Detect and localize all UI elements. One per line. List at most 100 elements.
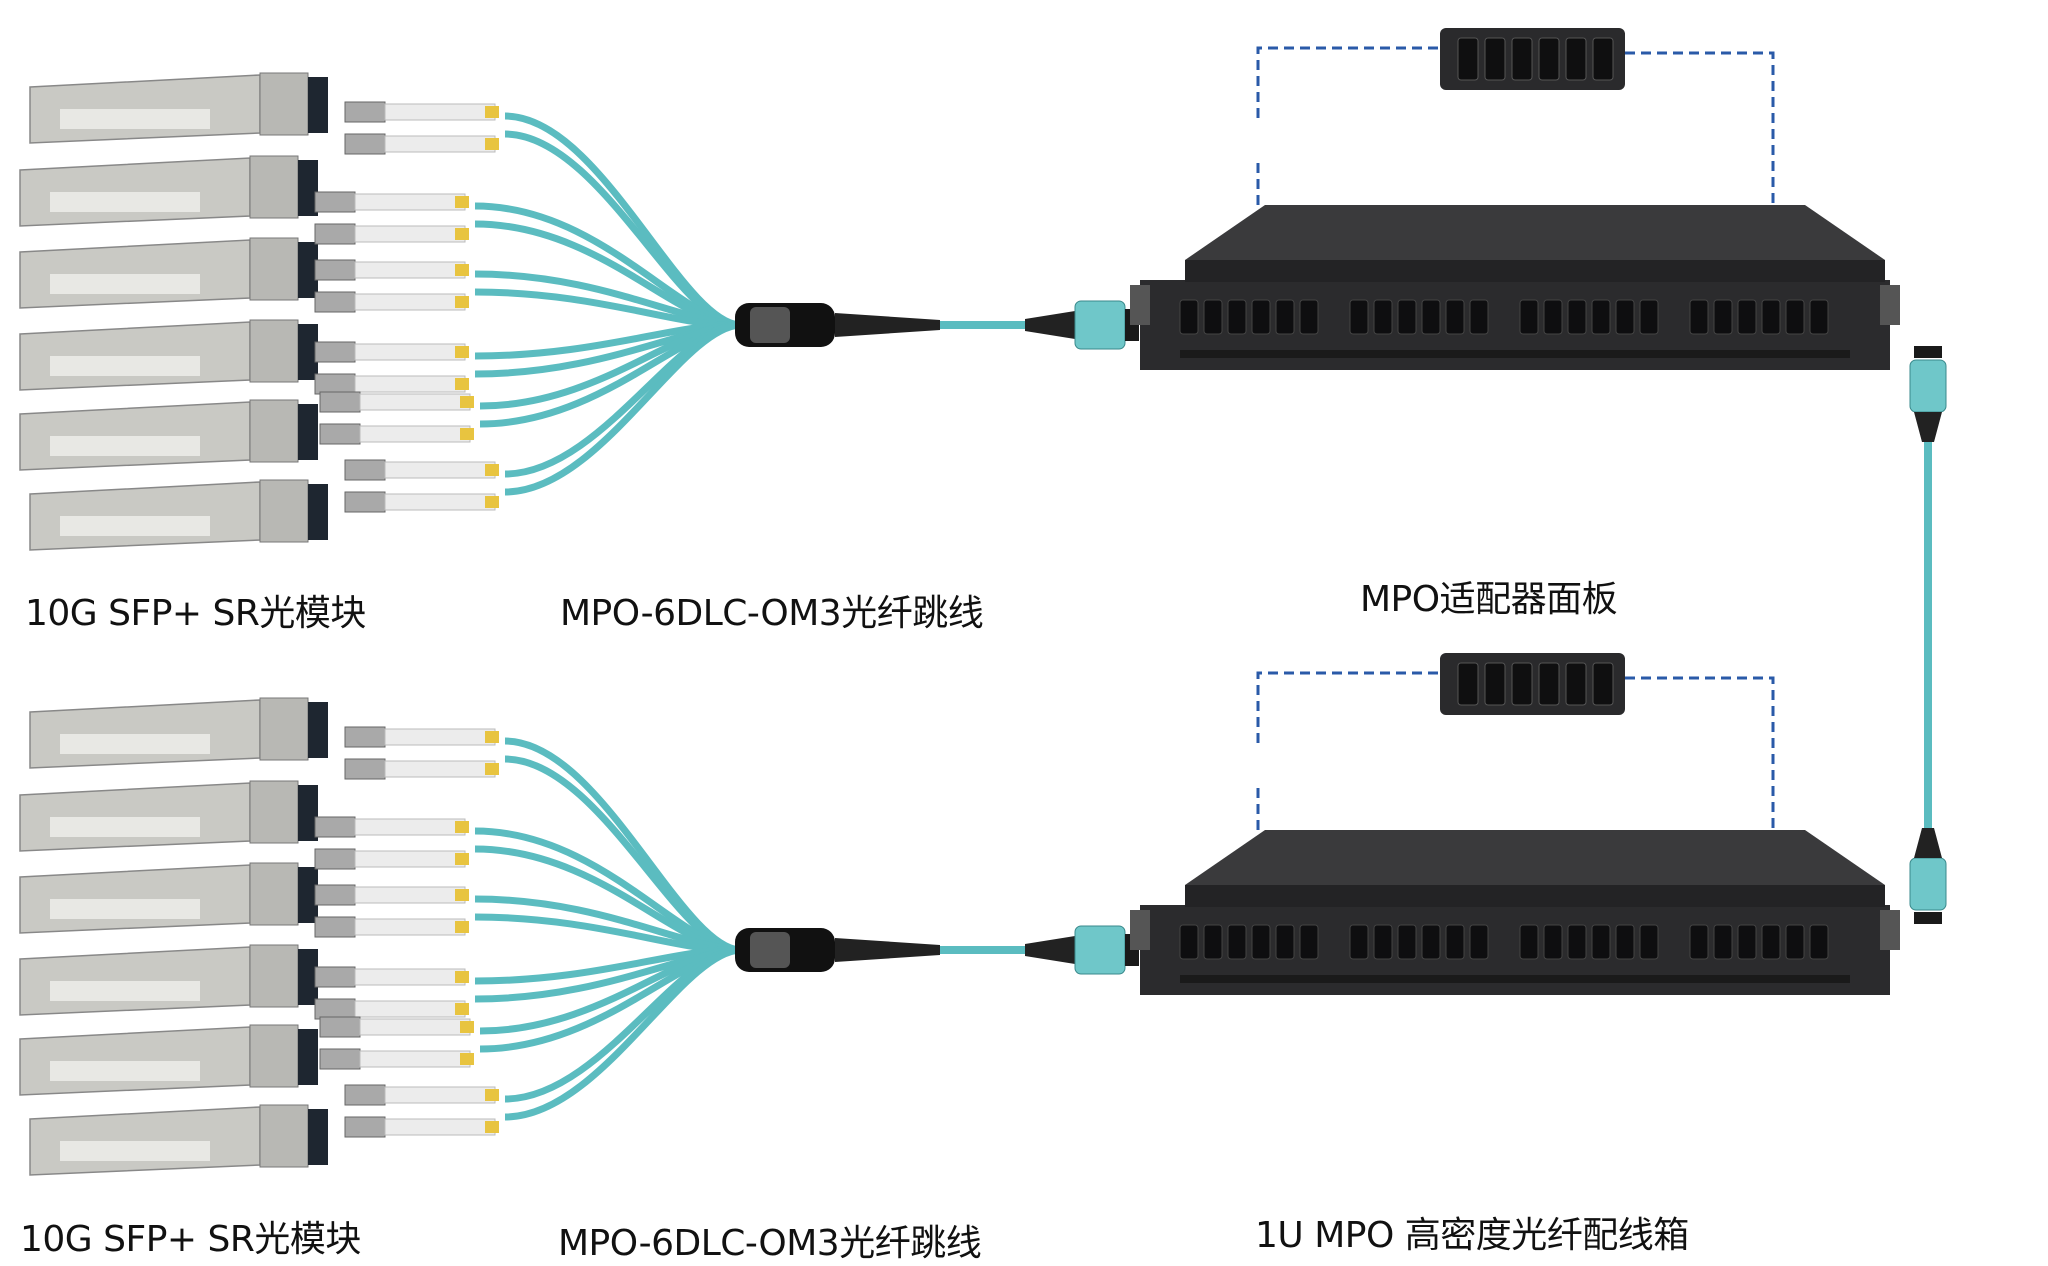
sfp-module (19, 319, 318, 391)
sfp-module (19, 155, 318, 227)
adapter-port (1713, 924, 1733, 960)
lc-duplex-connector (314, 816, 469, 870)
adapter-port (1251, 299, 1271, 335)
adapter-port (1469, 299, 1489, 335)
adapter-port (1203, 924, 1223, 960)
sfp-module (19, 780, 318, 852)
adapter-port (1179, 299, 1199, 335)
lc-duplex-connector (314, 966, 469, 1020)
adapter-port (1567, 924, 1587, 960)
lc-duplex-connector (314, 191, 469, 245)
adapter-port (1615, 924, 1635, 960)
label-bottom-cable: MPO-6DLC-OM3光纤跳线 (558, 1223, 982, 1264)
sfp-module (19, 1024, 318, 1096)
adapter-port (1227, 924, 1247, 960)
lc-duplex-connector (344, 726, 499, 780)
adapter-port (1785, 299, 1805, 335)
adapter-port (1469, 924, 1489, 960)
mpo-trunk-vertical (1909, 346, 1947, 924)
adapter-port (1639, 299, 1659, 335)
sfp-module (19, 944, 318, 1016)
fiber-strand (504, 321, 741, 496)
breakout-hub-band (750, 307, 790, 343)
label-top-sfp: 10G SFP+ SR光模块 (25, 593, 366, 634)
label-enclosure: 1U MPO 高密度光纤配线箱 (1255, 1215, 1689, 1256)
adapter-port (1519, 299, 1539, 335)
adapter-port (1761, 299, 1781, 335)
mpo-enclosure (1130, 205, 1900, 370)
sfp-module (29, 72, 328, 144)
adapter-port (1689, 924, 1709, 960)
adapter-port (1737, 924, 1757, 960)
mpo-adapter-module (1440, 653, 1625, 715)
lc-duplex-connector (344, 101, 499, 155)
mpo-boot (1914, 412, 1942, 442)
mpo-boot (1914, 828, 1942, 858)
mpo-enclosure (1130, 830, 1900, 995)
strain-relief (835, 313, 940, 337)
mpo-boot (1025, 311, 1075, 339)
sfp-module (29, 697, 328, 769)
lc-duplex-connector (319, 391, 474, 445)
adapter-port (1251, 924, 1271, 960)
mpo-connector (1909, 359, 1947, 413)
sfp-module (19, 399, 318, 471)
label-top-cable: MPO-6DLC-OM3光纤跳线 (560, 593, 984, 634)
adapter-port (1397, 299, 1417, 335)
fiber-strand (504, 946, 741, 1121)
sfp-module (29, 479, 328, 551)
lc-duplex-connector (319, 1016, 474, 1070)
adapter-port (1639, 924, 1659, 960)
lc-duplex-connector (314, 341, 469, 395)
adapter-port (1397, 924, 1417, 960)
adapter-port (1809, 924, 1829, 960)
label-bottom-sfp: 10G SFP+ SR光模块 (20, 1219, 361, 1260)
adapter-port (1373, 924, 1393, 960)
adapter-port (1567, 299, 1587, 335)
bottom-group (19, 653, 1900, 1176)
adapter-port (1445, 924, 1465, 960)
top-group (19, 28, 1900, 551)
adapter-port (1445, 299, 1465, 335)
adapter-port (1299, 299, 1319, 335)
mpo-connector (1074, 925, 1126, 975)
adapter-port (1373, 299, 1393, 335)
adapter-port (1543, 299, 1563, 335)
adapter-port (1299, 924, 1319, 960)
adapter-port (1785, 924, 1805, 960)
lc-duplex-connector (344, 1084, 499, 1138)
adapter-port (1227, 299, 1247, 335)
strain-relief (835, 938, 940, 962)
adapter-port (1203, 299, 1223, 335)
adapter-port (1275, 924, 1295, 960)
mpo-connector (1074, 300, 1126, 350)
adapter-port (1349, 299, 1369, 335)
dashed-callout-line (1256, 671, 1775, 830)
adapter-port (1713, 299, 1733, 335)
adapter-port (1737, 299, 1757, 335)
adapter-port (1519, 924, 1539, 960)
adapter-port (1421, 299, 1441, 335)
label-adapter-panel: MPO适配器面板 (1360, 579, 1618, 620)
sfp-module (29, 1104, 328, 1176)
lc-duplex-connector (344, 459, 499, 513)
adapter-port (1179, 924, 1199, 960)
lc-duplex-connector (314, 259, 469, 313)
dashed-callout-line (1256, 46, 1775, 205)
mpo-connector-tip (1914, 912, 1942, 924)
adapter-port (1591, 924, 1611, 960)
adapter-port (1349, 924, 1369, 960)
adapter-port (1421, 924, 1441, 960)
mpo-boot (1025, 936, 1075, 964)
sfp-module (19, 237, 318, 309)
mpo-connector-tip (1914, 346, 1942, 358)
mpo-connector (1909, 857, 1947, 911)
adapter-port (1591, 299, 1611, 335)
adapter-port (1689, 299, 1709, 335)
adapter-port (1615, 299, 1635, 335)
adapter-port (1275, 299, 1295, 335)
breakout-hub-band (750, 932, 790, 968)
mpo-adapter-module (1440, 28, 1625, 90)
adapter-port (1543, 924, 1563, 960)
